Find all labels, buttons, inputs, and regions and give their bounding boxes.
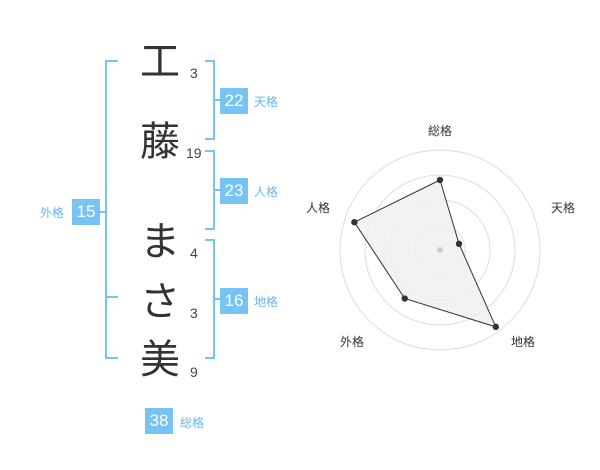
radar-axis-label-3: 地格 [511, 335, 536, 349]
stroke-count-5: 9 [190, 364, 198, 380]
radar-points [351, 176, 500, 331]
jinkaku-bracket [205, 150, 215, 230]
radar-center [437, 247, 443, 253]
radar-axis-label-4: 外格 [340, 335, 365, 349]
tenkaku-value: 22 [220, 88, 248, 114]
jinkaku-value: 23 [220, 178, 248, 204]
soukaku-value: 38 [145, 408, 173, 434]
radar-ring [339, 149, 541, 351]
name-char-5: 美 [140, 337, 180, 383]
tenkaku-label: 天格 [254, 95, 279, 109]
name-char-4: さ [140, 279, 180, 325]
chikaku-value: 16 [220, 288, 248, 314]
radar-point-5 [351, 218, 358, 226]
radar-axis-label-2: 天格 [551, 201, 576, 215]
jinkaku-label: 人格 [254, 185, 279, 199]
name-char-3: ま [140, 219, 180, 265]
stroke-count-2: 19 [186, 145, 202, 161]
radar-point-3 [492, 323, 500, 331]
gaikaku-label: 外格 [40, 206, 65, 220]
chikaku-label: 地格 [254, 295, 279, 309]
stroke-count-1: 3 [190, 65, 198, 81]
radar-point-2 [455, 240, 463, 248]
radar-point-4 [401, 295, 408, 302]
soukaku-label: 総格 [180, 416, 205, 430]
stroke-count-4: 3 [190, 305, 198, 321]
tenkaku-bracket [205, 60, 215, 140]
chikaku-bracket [205, 239, 215, 359]
radar-point-1 [436, 176, 444, 184]
brackets [100, 60, 220, 359]
radar-polygon [353, 179, 497, 328]
name-char-1: 工 [140, 39, 180, 85]
stroke-count-3: 4 [190, 245, 198, 261]
name-char-2: 藤 [140, 119, 180, 165]
radar-axis-label-1: 総格 [428, 124, 453, 138]
radar-ring [364, 174, 516, 326]
radar-chart [339, 149, 541, 351]
radar-axis-label-5: 人格 [306, 201, 331, 215]
outer-bracket [105, 60, 118, 359]
gaikaku-value: 15 [72, 199, 100, 225]
